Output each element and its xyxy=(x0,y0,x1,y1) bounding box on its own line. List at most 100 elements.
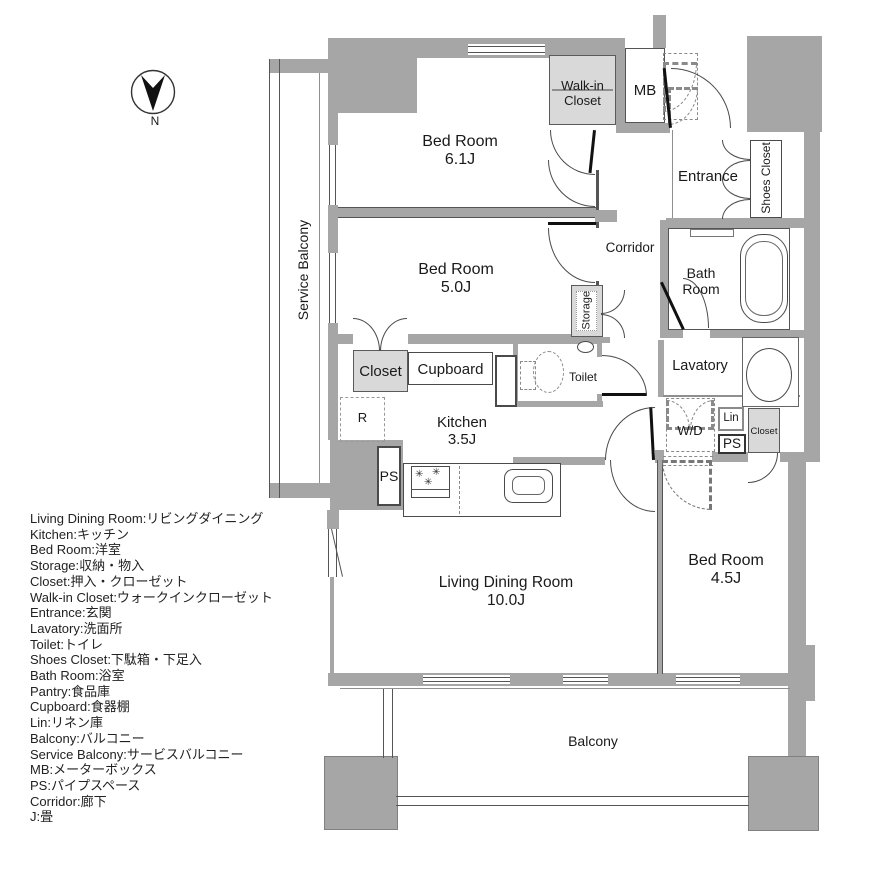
ps-kitchen-area xyxy=(377,446,401,506)
room-label-entrance: Entrance xyxy=(677,168,739,185)
compass-north-label: N xyxy=(150,114,160,128)
legend-item: Lavatory:洗面所 xyxy=(30,620,123,636)
wall xyxy=(595,210,617,222)
legend-item: Bath Room:浴室 xyxy=(30,668,125,684)
wall xyxy=(616,123,670,133)
wall xyxy=(788,460,806,760)
legend-item: Service Balcony:サービスバルコニー xyxy=(30,746,244,762)
wall xyxy=(747,36,822,132)
lavatory-sink xyxy=(746,348,792,402)
legend-item: Living Dining Room:リビングダイニング xyxy=(30,511,264,526)
room-label-storage: Storage xyxy=(580,291,593,330)
balcony-rail xyxy=(383,689,385,758)
ps-lavatory-area xyxy=(718,434,746,454)
closet-bedroom50-area xyxy=(353,350,408,392)
legend-item: Balcony:バルコニー xyxy=(30,730,145,746)
ldk-door-arc-down xyxy=(610,460,655,512)
wall xyxy=(804,132,820,462)
balcony-rail xyxy=(396,796,749,798)
wall xyxy=(328,38,417,113)
window xyxy=(423,675,510,684)
wall xyxy=(653,15,666,48)
wall xyxy=(330,577,334,674)
room-label-walk-in-closet: Walk-in Closet xyxy=(561,78,604,108)
wall xyxy=(660,330,683,338)
legend-item: Walk-in Closet:ウォークインクローゼット xyxy=(30,589,273,605)
legend-item: Lin:リネン庫 xyxy=(30,715,103,731)
legend-item: MB:メーターボックス xyxy=(30,762,157,778)
room-label-ps-kitchen: PS xyxy=(379,468,399,484)
toilet-bowl xyxy=(533,351,564,393)
wall xyxy=(338,334,598,344)
room-label-bath: Bath Room xyxy=(682,265,720,298)
bedroom50-door-leaf xyxy=(548,222,596,225)
legend-item: Bed Room:洋室 xyxy=(30,542,122,558)
room-label-shoes-closet: Shoes Closet xyxy=(759,142,774,214)
ldk-door-arc-up xyxy=(605,407,655,460)
legend-item: PS:パイプスペース xyxy=(30,777,141,793)
legend-item: Pantry:食品庫 xyxy=(30,683,111,699)
wall xyxy=(328,323,338,440)
room-label-linen: Lin xyxy=(723,412,739,424)
wall xyxy=(657,460,663,674)
stove xyxy=(411,466,450,498)
wall xyxy=(270,483,338,498)
window xyxy=(676,675,740,684)
legend-item: Shoes Closet:下駄箱・下足入 xyxy=(30,652,202,668)
wall xyxy=(596,222,599,228)
entrance-door-arc xyxy=(671,68,731,128)
legend-item: Storage:収納・物入 xyxy=(30,558,145,574)
bath-shelf xyxy=(690,229,734,237)
wall xyxy=(327,510,339,529)
pillar xyxy=(748,756,819,831)
entrance-step-line xyxy=(672,130,673,218)
bedroom45-door-arc xyxy=(662,460,712,510)
room-label-refrigerator: R xyxy=(357,410,368,425)
cupboard-area xyxy=(408,352,493,385)
window xyxy=(563,675,608,684)
wall xyxy=(712,452,748,462)
wall xyxy=(655,450,664,463)
wall xyxy=(338,207,597,218)
compass-icon xyxy=(130,69,176,115)
wall xyxy=(513,457,605,465)
shoes-closet-area xyxy=(750,140,782,218)
balcony-rail xyxy=(279,59,281,498)
wall xyxy=(780,452,807,462)
ps-toilet-side-area xyxy=(495,355,517,407)
closet-bedroom45-door-arc xyxy=(748,453,778,483)
wall xyxy=(658,340,664,397)
wall xyxy=(666,218,807,228)
room-label-mb: MB xyxy=(633,82,657,99)
room-label-corridor: Corridor xyxy=(605,240,655,255)
wall xyxy=(270,59,338,73)
balcony-rail xyxy=(396,805,749,807)
closet-bedroom45-area xyxy=(748,408,780,453)
room-label-balcony: Balcony xyxy=(568,733,618,749)
balcony-rail xyxy=(269,59,271,498)
room-label-washer-dryer: W/D xyxy=(677,423,703,438)
wall xyxy=(806,645,815,701)
legend-item: Corridor:廊下 xyxy=(30,793,107,809)
balcony-rail xyxy=(392,689,394,758)
legend-item: Kitchen:キッチン xyxy=(30,526,129,542)
linen-area xyxy=(718,407,744,431)
toilet-sink xyxy=(577,341,594,353)
room-label-closet-bedroom50: Closet xyxy=(359,363,402,380)
window xyxy=(329,145,330,205)
room-label-toilet: Toilet xyxy=(568,370,597,384)
legend-item: Cupboard:食器棚 xyxy=(30,699,130,715)
wall xyxy=(616,38,625,133)
room-label-ps-lavatory: PS xyxy=(722,436,741,451)
legend-item: Toilet:トイレ xyxy=(30,636,103,652)
window xyxy=(468,44,545,55)
wall xyxy=(549,38,616,55)
legend-item: J:畳 xyxy=(30,809,54,825)
